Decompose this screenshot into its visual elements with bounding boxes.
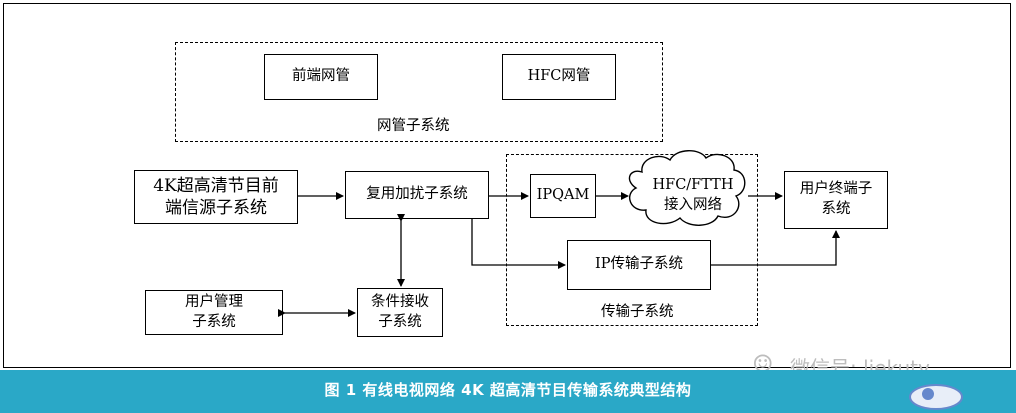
- logo-orb: [922, 388, 934, 400]
- source-subsystem-box: 4K超高清节目前 端信源子系统: [134, 170, 298, 224]
- transfer-subsystem-label: 传输子系统: [601, 304, 674, 320]
- source-label-line1: 4K超高清节目前: [153, 175, 279, 196]
- figure-caption: 图 1 有线电视网络 4K 超高清节目传输系统典型结构: [324, 381, 692, 399]
- user-mgmt-label-line2: 子系统: [192, 313, 236, 330]
- front-mgmt-label: 前端网管: [292, 68, 350, 85]
- terminal-subsystem-box: 用户终端子 系统: [784, 171, 888, 229]
- source-label-line2: 端信源子系统: [165, 198, 267, 218]
- cloud-label-line2: 接入网络: [664, 196, 722, 213]
- cloud-shape: [628, 150, 746, 226]
- user-mgmt-box: 用户管理 子系统: [145, 290, 283, 335]
- cas-box: 条件接收 子系统: [357, 288, 443, 337]
- mgmt-subsystem-group: [175, 42, 663, 142]
- transfer-subsystem-group: [506, 154, 758, 326]
- brand-logo-icon: [909, 384, 963, 410]
- terminal-label-line2: 系统: [821, 201, 851, 217]
- ip-transfer-box: IP传输子系统: [567, 240, 711, 290]
- logo-swoosh: [909, 384, 963, 410]
- mux-subsystem-box: 复用加扰子系统: [345, 171, 489, 219]
- arrow-ip-transfer-to-terminal: [711, 230, 840, 266]
- front-mgmt-box: 前端网管: [264, 54, 378, 100]
- ip-transfer-label: IP传输子系统: [595, 256, 683, 273]
- cloud-label: HFC/FTTH 接入网络: [646, 176, 740, 215]
- terminal-label-line1: 用户终端子: [799, 181, 873, 198]
- arrow-mux-to-ip-transfer: [471, 219, 566, 269]
- ipqam-label: IPQAM: [536, 187, 590, 204]
- caption-bar: [0, 370, 1016, 413]
- hfc-mgmt-label: HFC网管: [527, 68, 591, 85]
- cloud-label-line1: HFC/FTTH: [652, 177, 734, 193]
- mux-label: 复用加扰子系统: [366, 186, 468, 203]
- cas-label-line2: 子系统: [378, 313, 422, 330]
- ipqam-box: IPQAM: [530, 174, 596, 218]
- mgmt-subsystem-label: 网管子系统: [377, 118, 450, 134]
- user-mgmt-label-line1: 用户管理: [185, 293, 243, 310]
- cas-label-line1: 条件接收: [371, 293, 429, 310]
- hfc-mgmt-box: HFC网管: [502, 54, 616, 100]
